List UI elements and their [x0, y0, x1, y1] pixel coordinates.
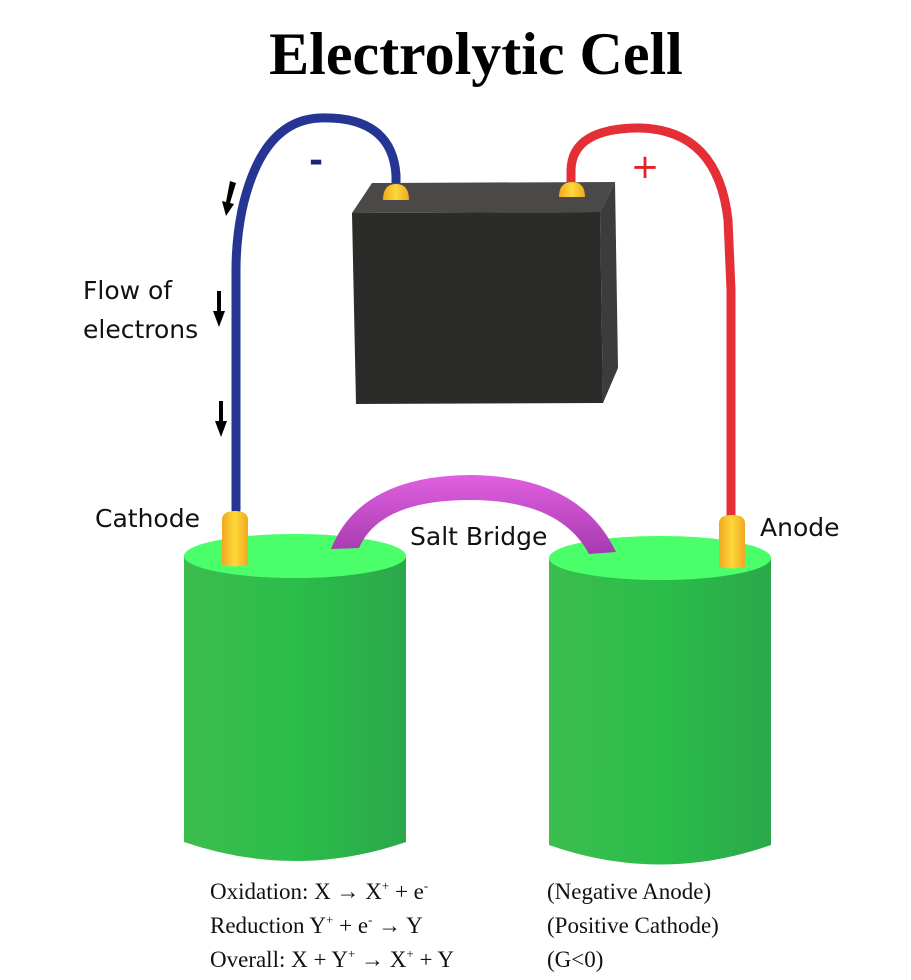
positive-sign: + — [631, 147, 660, 187]
overall-equation: Overall: X + Y+ → X+ + Y — [210, 946, 454, 972]
diagram-title: Electrolytic Cell — [269, 21, 683, 87]
negative-terminal — [383, 184, 409, 200]
equations: Oxidation: X → X+ + e- (Negative Anode) … — [210, 878, 719, 972]
overall-note: (G<0) — [547, 947, 603, 972]
electron-flow-arrow — [213, 291, 225, 327]
oxidation-note: (Negative Anode) — [547, 879, 711, 904]
battery — [352, 182, 618, 404]
anode-label: Anode — [760, 513, 840, 542]
anode-beaker — [549, 536, 771, 865]
salt-bridge-label: Salt Bridge — [410, 522, 547, 551]
salt-bridge — [331, 475, 616, 554]
negative-sign: - — [309, 141, 323, 181]
cathode-electrode — [222, 511, 248, 567]
flow-of-electrons-label-line1: Flow of — [83, 276, 173, 305]
cathode-beaker — [184, 534, 406, 861]
electron-flow-arrow — [215, 401, 227, 437]
reduction-note: (Positive Cathode) — [547, 913, 719, 938]
positive-wire — [566, 123, 736, 525]
anode-electrode — [719, 515, 745, 569]
electron-flow-arrow — [222, 181, 236, 216]
cathode-label: Cathode — [95, 504, 200, 533]
reduction-equation: Reduction Y+ + e- → Y — [210, 912, 423, 938]
negative-wire — [231, 113, 401, 515]
oxidation-equation: Oxidation: X → X+ + e- — [210, 878, 428, 904]
positive-terminal — [559, 182, 585, 197]
flow-of-electrons-label-line2: electrons — [83, 315, 198, 344]
